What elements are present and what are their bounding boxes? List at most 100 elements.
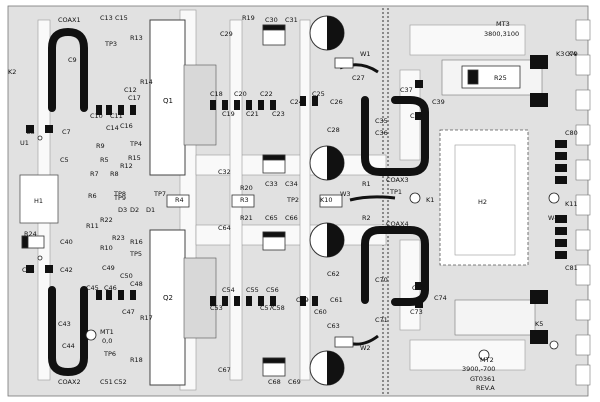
designator-c44: C44 <box>62 342 75 350</box>
designator-tp2: TP2 <box>286 196 299 204</box>
designator-c16: C16 <box>120 122 133 130</box>
designator-k5: K5 <box>535 320 543 328</box>
designator-c57: C57 <box>260 304 273 312</box>
designator-r18: R18 <box>130 356 143 364</box>
q2-label: Q2 <box>163 294 173 302</box>
designator-c71: C71 <box>375 316 388 324</box>
designator-c18: C18 <box>210 90 223 98</box>
designator-r11: R11 <box>86 222 99 230</box>
designator-c15: C15 <box>115 14 128 22</box>
designator-c36: C36 <box>375 129 388 137</box>
designator-r12: R12 <box>120 162 133 170</box>
designator-r9: R9 <box>96 142 105 150</box>
designator-tp9: TP9 <box>113 194 126 202</box>
cap-c77 <box>309 222 345 258</box>
designator-c63: C63 <box>327 322 340 330</box>
designator-c64: C64 <box>218 224 231 232</box>
designator-c26: C26 <box>330 98 343 106</box>
designator-tp5: TP5 <box>129 250 142 258</box>
designator-c42: C42 <box>60 266 73 274</box>
designator-tp7: TP7 <box>153 190 166 198</box>
right-edge-notches <box>575 19 591 386</box>
designator-c50: C50 <box>120 272 133 280</box>
coax3-label: COAX3 <box>386 176 409 184</box>
resistors <box>166 57 521 348</box>
designator-c33: C33 <box>265 180 278 188</box>
designator-c21: C21 <box>246 110 259 118</box>
designator-c32: C32 <box>218 168 231 176</box>
designator-u1: U1 <box>20 139 29 147</box>
mt2-coord: 3900,-700 <box>462 365 495 373</box>
designator-w2: W2 <box>360 344 371 352</box>
designator-c9: C9 <box>68 56 77 64</box>
designator-c35: C35 <box>375 117 388 125</box>
designator-r5: R5 <box>100 156 109 164</box>
designator-k2: K2 <box>8 68 16 76</box>
designator-d2: D2 <box>130 206 139 214</box>
designator-c17: C17 <box>128 94 141 102</box>
designator-w3: W3 <box>340 190 351 198</box>
designator-c34: C34 <box>285 180 298 188</box>
designator-c68: C68 <box>268 378 281 386</box>
designator-c11: C11 <box>110 112 123 120</box>
cap-c75 <box>309 15 345 51</box>
designator-c46: C46 <box>104 284 117 292</box>
designator-c13: C13 <box>100 14 113 22</box>
right-bottom-pad <box>454 299 536 336</box>
designator-k10: K10 <box>320 196 333 204</box>
designator-c80: C80 <box>565 129 578 137</box>
designator-c67: C67 <box>218 366 231 374</box>
designator-c39: C39 <box>432 98 445 106</box>
q2-body <box>149 229 186 386</box>
mt3-label: MT3 <box>496 20 510 28</box>
cap-c76 <box>309 145 345 181</box>
designator-k1: K1 <box>426 196 434 204</box>
designator-c19: C19 <box>222 110 235 118</box>
designator-c38: C38 <box>410 112 423 120</box>
mt1-coord: 0,0 <box>102 337 112 345</box>
designator-r3: R3 <box>240 196 249 204</box>
smd-pads <box>26 55 567 344</box>
designator-c22: C22 <box>260 90 273 98</box>
designator-k4: K4 <box>568 50 576 58</box>
designator-c62: C62 <box>327 270 340 278</box>
designator-c74: C74 <box>434 294 447 302</box>
designator-c69: C69 <box>288 378 301 386</box>
designator-c31: C31 <box>285 16 298 24</box>
designator-r22: R22 <box>100 216 113 224</box>
designator-w1: W1 <box>360 50 371 58</box>
designator-c51: C51 <box>100 378 113 386</box>
designator-c28: C28 <box>327 126 340 134</box>
designator-c14: C14 <box>106 124 119 132</box>
designator-c54: C54 <box>222 286 235 294</box>
designator-tp3: TP3 <box>104 40 117 48</box>
designator-tp4: TP4 <box>129 140 142 148</box>
coax2-label: COAX2 <box>58 378 81 386</box>
designator-c12: C12 <box>124 86 137 94</box>
tantalum-caps <box>21 24 286 377</box>
designator-c7: C7 <box>62 128 71 136</box>
designator-c37: C37 <box>400 86 413 94</box>
designator-c25: C25 <box>312 90 325 98</box>
designator-tp6: TP6 <box>103 350 116 358</box>
designator-c49: C49 <box>102 264 115 272</box>
designator-c20: C20 <box>234 90 247 98</box>
h1-label: H1 <box>34 197 43 205</box>
designator-c53: C53 <box>210 304 223 312</box>
designator-c48: C48 <box>130 280 143 288</box>
coax4-cable <box>361 226 429 306</box>
designator-c41: C41 <box>22 266 35 274</box>
board-code: GT0361 <box>470 375 495 383</box>
designator-c65: C65 <box>265 214 278 222</box>
designator-k11: K11 <box>565 200 578 208</box>
designator-c24: C24 <box>290 98 303 106</box>
designator-r7: R7 <box>90 170 99 178</box>
designator-r14: R14 <box>140 78 153 86</box>
coax1-label: COAX1 <box>58 16 81 24</box>
mt1-label: MT1 <box>100 328 114 336</box>
designator-r24: R24 <box>24 230 37 238</box>
designator-c58: C58 <box>272 304 285 312</box>
designator-c52: C52 <box>114 378 127 386</box>
q1-label: Q1 <box>163 97 173 105</box>
